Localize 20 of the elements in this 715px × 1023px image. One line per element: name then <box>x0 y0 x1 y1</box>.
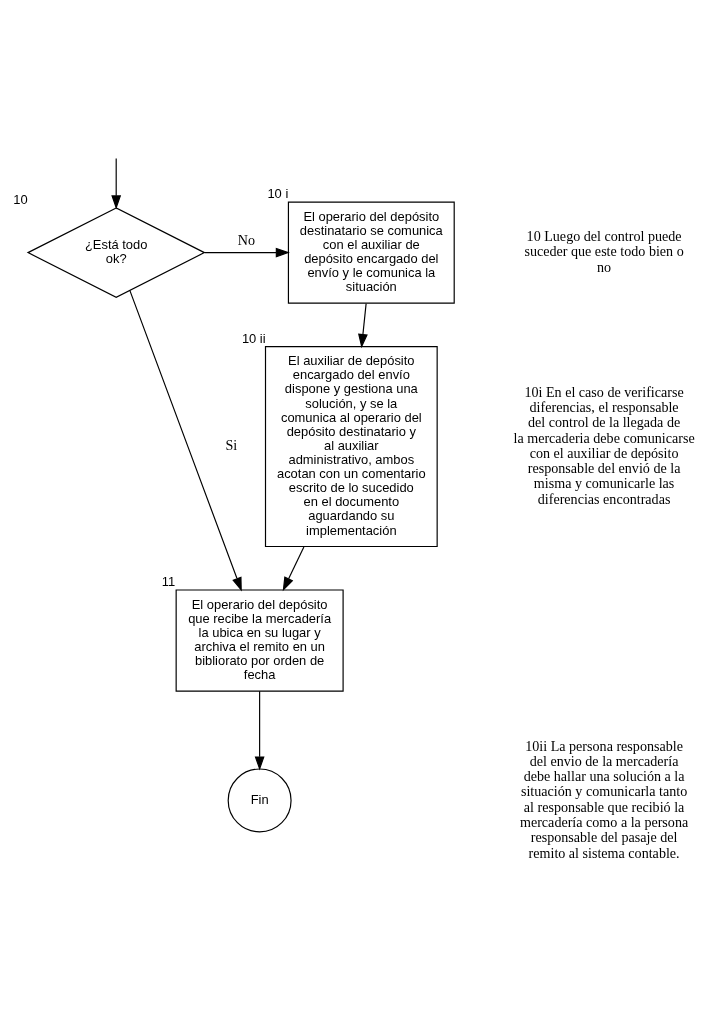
arrow <box>282 545 305 591</box>
node-box: El operario del depósito destinatario se comunica con el auxiliar de depósito encargado del envío y le comunica la situación <box>287 200 455 304</box>
arrow <box>204 247 290 258</box>
arrow <box>358 302 368 348</box>
node-circle: Fin <box>227 767 292 832</box>
edge-label: Si <box>225 436 238 453</box>
arrow <box>111 157 122 209</box>
node-label: 11 <box>161 573 176 589</box>
node-label: 10 <box>13 191 28 207</box>
node-label: 10 i <box>267 185 289 201</box>
node-label: 10 ii <box>241 330 266 346</box>
label: 10ii La persona responsable del envio de la mercadería debe hallar una solución a la situación y comunicarla tanto al responsable que recibió la mercadería como a la persona responsable del pasaje del remito al sistema contable. <box>519 737 689 861</box>
node-diamond: ¿Está todo ok? <box>26 206 206 298</box>
node-box: El auxiliar de depósito encargado del envío dispone y gestiona una solución, y se la comunica al operario del depósito destinatario y al auxiliar administrativo, ambos acotan con un comentario escrito de lo sucedido en el documento aguardando su implementación <box>264 345 438 547</box>
node-box: El operario del depósito que recibe la mercadería la ubica en su lugar y archiva el remito en un bibliorato por orden de fecha <box>175 588 344 692</box>
arrow <box>129 289 242 591</box>
label: 10i En el caso de verificarse diferencias, el responsable del control de la llegada de la mercaderia debe comunicarse con el auxiliar de depósito responsable del envió de la misma y comunicarle las diferencias encontradas <box>513 383 695 507</box>
label: 10 Luego del control puede suceder que este todo bien o no <box>524 227 684 275</box>
arrow <box>254 690 265 771</box>
edge-label: No <box>237 231 256 248</box>
